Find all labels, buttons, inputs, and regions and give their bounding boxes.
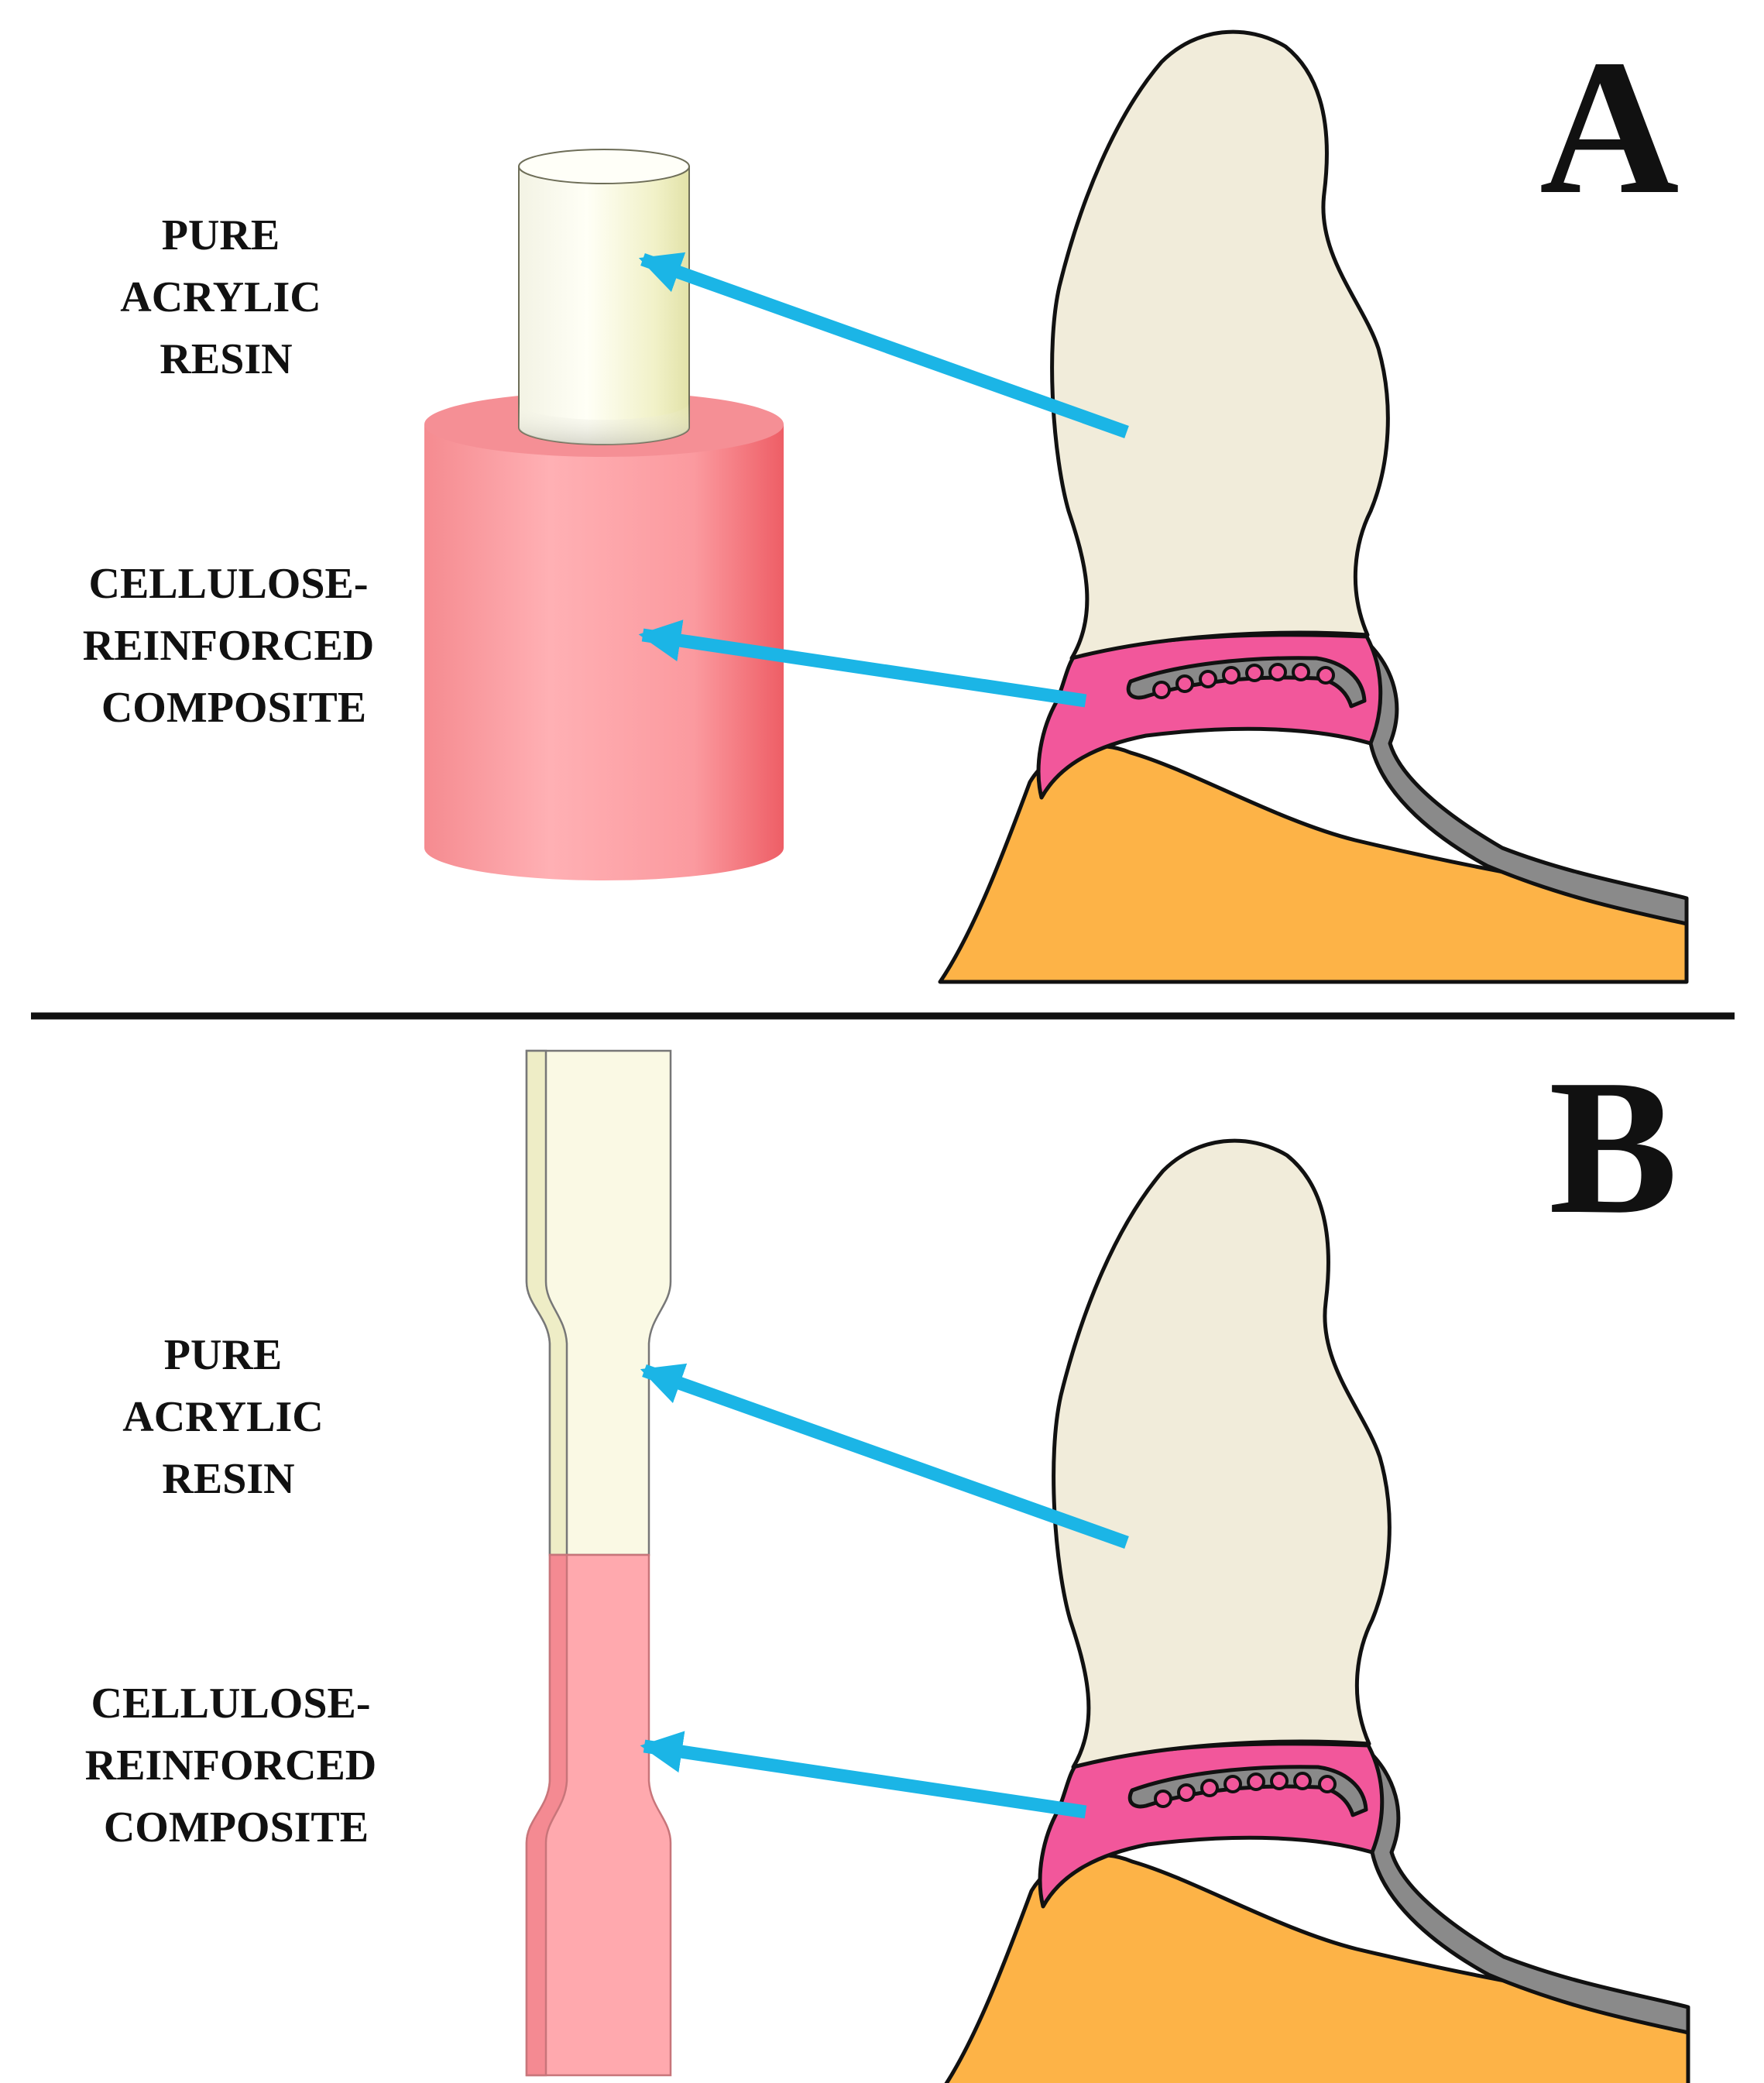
- panel-a-letter: A: [1539, 20, 1680, 235]
- panel-a-cylinder-specimen: [424, 149, 784, 880]
- panel-a-arrow-composite: [638, 619, 1087, 708]
- resin-cylinder-top: [518, 149, 690, 184]
- resin-cylinder: [518, 166, 690, 445]
- panel-b-bottom-label: CELLULOSE- REINFORCED COMPOSITE: [85, 1680, 387, 1851]
- panel-b-top-label: PURE ACRYLIC RESIN: [122, 1331, 334, 1503]
- panel-b: B PURE ACRYLIC RESIN CELLULOSE- REINFORC…: [85, 1040, 1688, 2083]
- panel-b-arrow-composite: [640, 1731, 1087, 1819]
- panel-a-bottom-label: CELLULOSE- REINFORCED COMPOSITE: [83, 560, 385, 732]
- composite-cylinder: [424, 424, 784, 880]
- panel-b-dogbone-specimen: [525, 1049, 672, 2077]
- panel-b-tooth-illustration: [942, 1141, 1688, 2083]
- panel-a-arrow-resin: [638, 252, 1129, 439]
- panel-b-arrow-resin: [640, 1363, 1129, 1549]
- panel-a: A PURE ACRYLIC RESIN CELLULOSE- REINFORC…: [83, 20, 1687, 982]
- panel-b-letter: B: [1549, 1040, 1678, 1254]
- panel-a-top-label: PURE ACRYLIC RESIN: [120, 211, 331, 383]
